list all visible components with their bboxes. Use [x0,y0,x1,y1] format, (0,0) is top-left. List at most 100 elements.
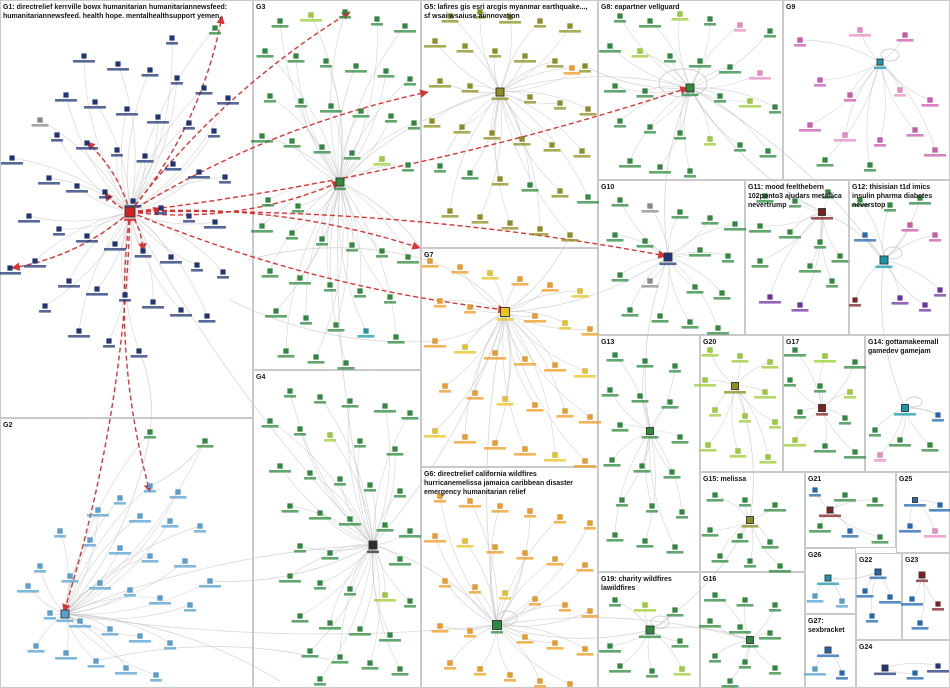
graph-node[interactable] [667,53,673,59]
graph-node[interactable] [46,175,52,181]
graph-node[interactable] [537,18,543,24]
graph-node[interactable] [462,538,468,544]
graph-node[interactable] [707,215,713,221]
graph-node[interactable] [437,298,443,304]
graph-node[interactable] [349,242,355,248]
graph-node[interactable] [817,239,823,245]
graph-node[interactable] [447,13,453,19]
graph-node[interactable] [617,272,623,278]
graph-node[interactable] [437,78,443,84]
graph-node[interactable] [687,168,693,174]
graph-node[interactable] [837,253,843,259]
graph-node[interactable] [76,328,82,334]
graph-node[interactable] [627,307,633,313]
graph-node[interactable] [607,43,613,49]
graph-node[interactable] [353,63,359,69]
graph-node[interactable] [746,516,754,524]
graph-node[interactable] [462,434,468,440]
graph-node[interactable] [327,282,333,288]
graph-node[interactable] [857,197,863,203]
graph-node[interactable] [297,543,303,549]
graph-node[interactable] [317,510,323,516]
graph-node[interactable] [84,140,90,146]
graph-node[interactable] [147,483,153,489]
graph-node[interactable] [459,124,465,130]
graph-node[interactable] [472,584,478,590]
graph-node[interactable] [277,18,283,24]
graph-node[interactable] [557,100,563,106]
graph-node[interactable] [122,292,128,298]
graph-node[interactable] [383,68,389,74]
graph-node[interactable] [807,263,813,269]
graph-node[interactable] [67,573,73,579]
graph-node[interactable] [737,353,743,359]
graph-node[interactable] [839,670,845,676]
graph-node[interactable] [267,268,273,274]
graph-node[interactable] [207,578,213,584]
graph-node[interactable] [467,498,473,504]
graph-node[interactable] [612,83,618,89]
graph-node[interactable] [382,592,388,598]
graph-node[interactable] [932,232,938,238]
graph-node[interactable] [197,523,203,529]
graph-node[interactable] [169,35,175,41]
graph-node[interactable] [582,458,588,464]
graph-node[interactable] [552,362,558,368]
graph-node[interactable] [707,618,713,624]
graph-node[interactable] [492,440,498,446]
graph-node[interactable] [60,609,70,619]
graph-node[interactable] [437,163,443,169]
graph-node[interactable] [319,236,325,242]
graph-node[interactable] [522,634,528,640]
graph-node[interactable] [612,352,618,358]
graph-node[interactable] [663,252,673,262]
graph-node[interactable] [897,87,903,93]
graph-node[interactable] [432,38,438,44]
graph-node[interactable] [909,596,915,602]
graph-node[interactable] [117,495,123,501]
graph-node[interactable] [762,193,768,199]
graph-node[interactable] [579,148,585,154]
graph-node[interactable] [617,118,623,124]
graph-node[interactable] [467,304,473,310]
graph-node[interactable] [497,503,503,509]
graph-node[interactable] [826,506,834,514]
graph-node[interactable] [54,132,60,138]
graph-node[interactable] [147,553,153,559]
graph-node[interactable] [637,393,643,399]
graph-node[interactable] [772,419,778,425]
graph-node[interactable] [379,156,385,162]
graph-node[interactable] [507,672,513,678]
graph-node[interactable] [467,170,473,176]
graph-node[interactable] [427,258,433,264]
graph-node[interactable] [552,640,558,646]
graph-node[interactable] [677,11,683,17]
graph-node[interactable] [259,223,265,229]
graph-node[interactable] [66,278,72,284]
graph-node[interactable] [679,509,685,515]
graph-node[interactable] [692,284,698,290]
graph-node[interactable] [196,169,202,175]
graph-node[interactable] [587,520,593,526]
graph-node[interactable] [767,28,773,34]
graph-node[interactable] [647,203,653,209]
graph-node[interactable] [211,128,217,134]
graph-node[interactable] [772,665,778,671]
graph-node[interactable] [757,70,763,76]
graph-node[interactable] [32,258,38,264]
graph-node[interactable] [467,628,473,634]
graph-node[interactable] [357,288,363,294]
graph-node[interactable] [57,528,63,534]
graph-node[interactable] [702,377,708,383]
graph-node[interactable] [777,563,783,569]
graph-node[interactable] [647,278,653,284]
graph-node[interactable] [297,426,303,432]
graph-node[interactable] [907,523,913,529]
graph-node[interactable] [347,516,353,522]
graph-node[interactable] [697,247,703,253]
graph-node[interactable] [335,177,345,187]
graph-node[interactable] [492,48,498,54]
graph-node[interactable] [347,398,353,404]
graph-node[interactable] [737,22,743,28]
graph-node[interactable] [432,338,438,344]
